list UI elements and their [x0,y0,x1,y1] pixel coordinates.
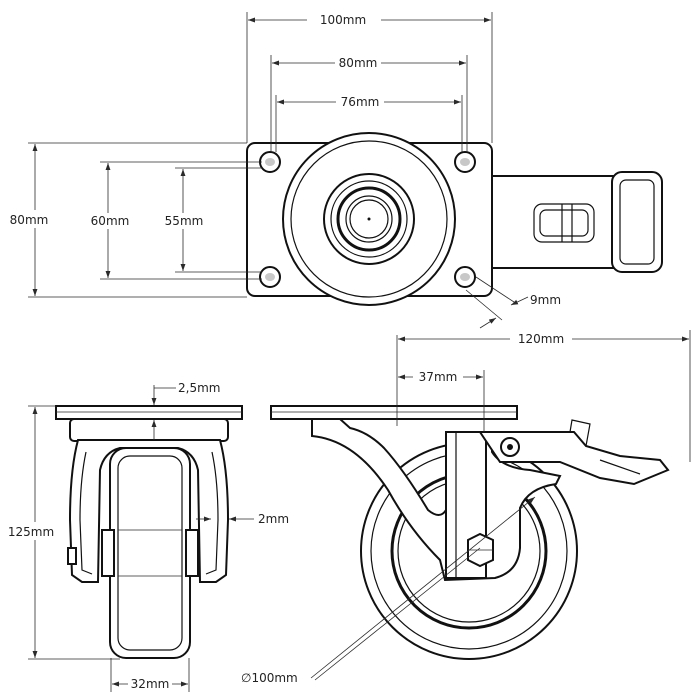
dim-line-9 [479,296,529,329]
mounting-hole [454,151,476,173]
label-100mm: 100mm [320,13,366,27]
side-top-plate [270,405,518,420]
top-view: 100mm 80mm 76mm 80mm 60mm 55mm 9mm [1,12,663,329]
label-120mm: 120mm [518,332,564,346]
mounting-hole [454,266,476,288]
label-60mm: 60mm [91,214,130,228]
label-76mm: 76mm [341,95,380,109]
brake-housing-top [487,171,663,273]
front-wheel [109,447,191,659]
label-80mm-vertical: 80mm [10,213,49,227]
extension-lines-top [28,12,515,321]
side-brake-lever [478,431,670,486]
front-view: 2,5mm 125mm 2mm 32mm [1,381,289,692]
label-55mm: 55mm [165,214,204,228]
mounting-hole [259,266,281,288]
label-80mm-horizontal: 80mm [339,56,378,70]
label-2mm: 2mm [258,512,289,526]
side-view: 120mm 37mm ∅100mm [241,330,691,685]
front-top-plate [55,405,243,420]
label-diameter-100mm: ∅100mm [241,671,298,685]
label-32mm: 32mm [131,677,170,691]
dim-line-100-diameter [310,496,536,679]
label-2-5mm: 2,5mm [178,381,220,395]
label-125mm: 125mm [8,525,54,539]
label-37mm: 37mm [419,370,458,384]
swivel-bearing [282,132,456,306]
dim-line-2-5 [151,385,176,440]
label-9mm: 9mm [530,293,561,307]
mounting-hole [259,151,281,173]
